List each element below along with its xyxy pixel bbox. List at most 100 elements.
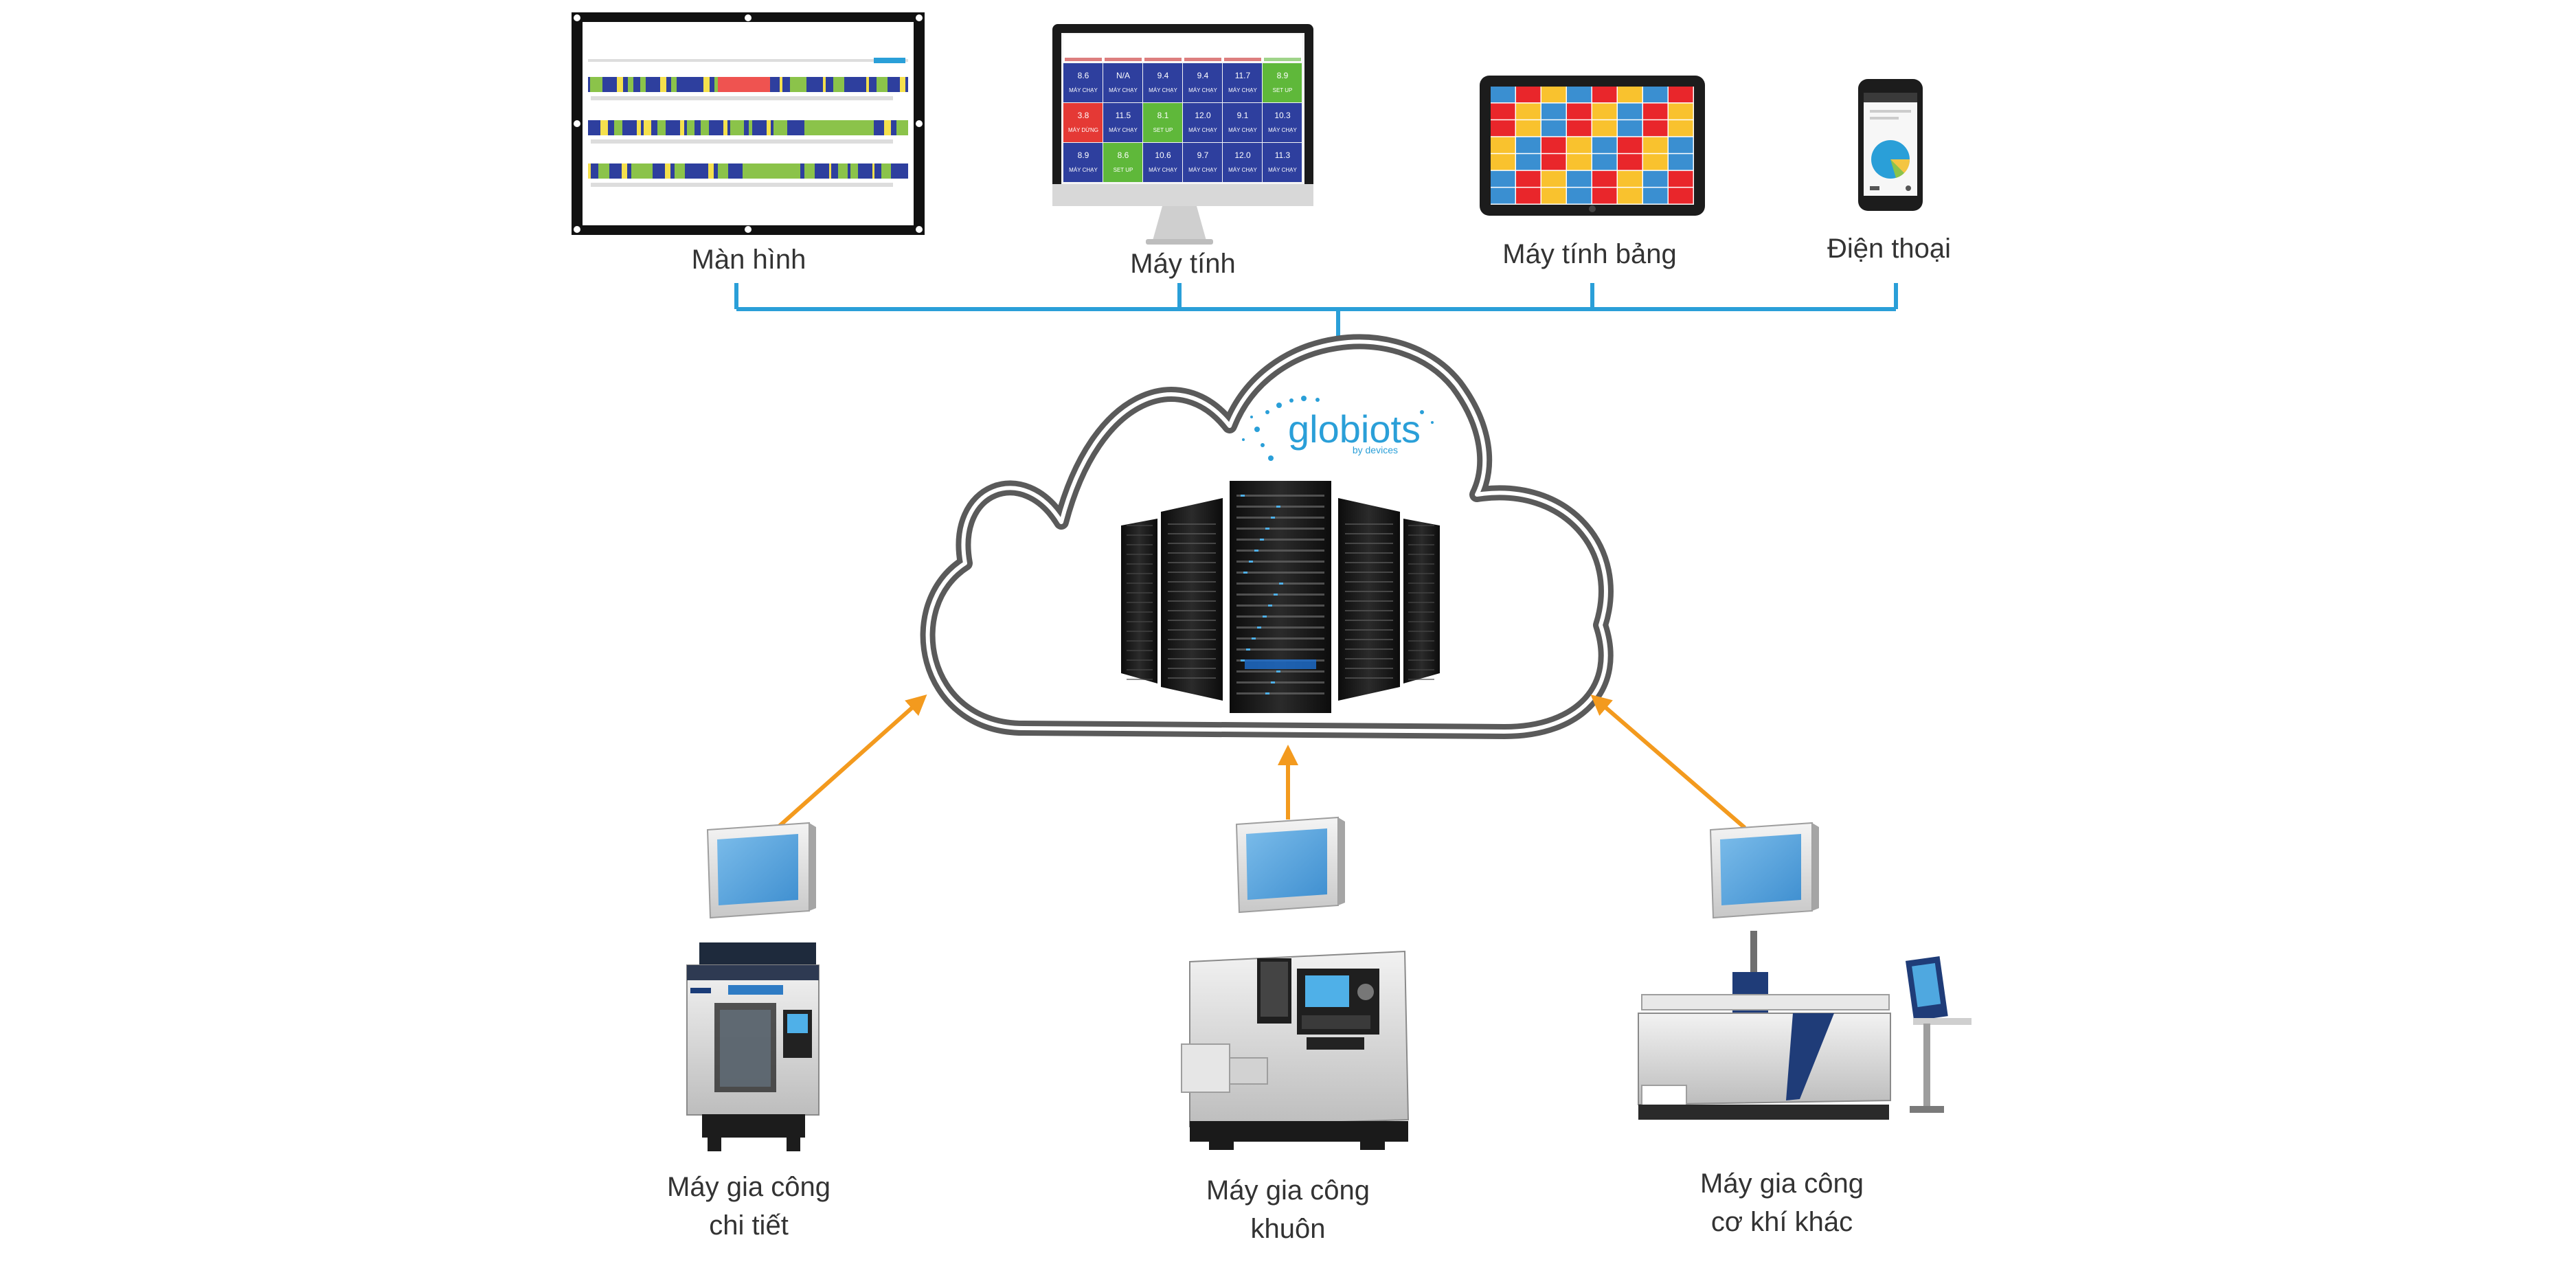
tablet-tile <box>1567 103 1592 120</box>
status-tile-value: 9.1 <box>1237 111 1249 120</box>
tablet-tile <box>1618 154 1642 170</box>
tablet-tile <box>1541 137 1566 153</box>
logo-subtext: by devices <box>1353 444 1398 455</box>
status-tile-status: MÁY CHẠY <box>1228 127 1257 133</box>
status-tile-status: MÁY CHẠY <box>1228 87 1257 93</box>
machine-detail-label-line1: Máy gia công <box>667 1172 831 1202</box>
status-tile-status: SET UP <box>1273 87 1293 93</box>
tablet-tile <box>1669 170 1693 187</box>
tablet-tile <box>1516 170 1541 187</box>
tablet-tile <box>1567 137 1592 153</box>
server-rack-far-left <box>1121 519 1157 683</box>
tablet-tile <box>1669 137 1693 153</box>
status-tile-value: 9.7 <box>1197 150 1209 160</box>
tablet-tile <box>1516 137 1541 153</box>
tablet-tile <box>1516 154 1541 170</box>
machine-detail-label-line2: chi tiết <box>709 1210 789 1241</box>
tablet-tile <box>1541 103 1566 120</box>
tablet-tile <box>1592 87 1617 103</box>
tablet-tile <box>1516 103 1541 120</box>
status-tile-status: MÁY CHẠY <box>1109 87 1138 93</box>
tablet-tile <box>1541 154 1566 170</box>
tablet-tile <box>1643 170 1668 187</box>
status-tile-status: MÁY CHẠY <box>1069 167 1098 173</box>
tablet-tile <box>1491 137 1515 153</box>
tablet-tile <box>1541 188 1566 204</box>
tablet-tile <box>1491 188 1515 204</box>
server-rack-left <box>1161 498 1223 701</box>
status-tile-value: 9.4 <box>1197 71 1209 80</box>
status-tile-status: MÁY CHẠY <box>1268 127 1297 133</box>
machine-mold-label-line2: khuôn <box>1250 1214 1326 1244</box>
data-flow-arrows <box>778 694 1746 830</box>
machine-mold-label: Máy gia công khuôn <box>1206 1171 1370 1248</box>
machine-other-label-line2: cơ khí khác <box>1710 1207 1853 1237</box>
status-tile-status: MÁY CHẠY <box>1228 167 1257 173</box>
machine-other-label: Máy gia công cơ khí khác <box>1700 1164 1864 1241</box>
machine-mold-label-line1: Máy gia công <box>1206 1175 1370 1206</box>
tablet-tile <box>1541 120 1566 137</box>
tablet-tile <box>1643 154 1668 170</box>
tablet-tile <box>1516 120 1541 137</box>
tablet-tile <box>1541 170 1566 187</box>
globiots-logo: globiots by devices <box>1242 396 1434 461</box>
status-tile <box>1223 63 1262 102</box>
tablet-tile <box>1643 87 1668 103</box>
tablet-tile <box>1592 188 1617 204</box>
status-tile-status: SET UP <box>1114 167 1133 173</box>
status-tile-status: MÁY CHẠY <box>1149 167 1177 173</box>
tablet-tile <box>1516 87 1541 103</box>
tablet-tile <box>1618 170 1642 187</box>
tablet-tile <box>1618 137 1642 153</box>
tablet-tile <box>1567 154 1592 170</box>
machine-other-label-line1: Máy gia công <box>1700 1168 1864 1199</box>
tablet-tile <box>1491 87 1515 103</box>
status-tile-status: SET UP <box>1153 127 1173 133</box>
status-tile-status: MÁY CHẠY <box>1268 167 1297 173</box>
hmi-panel-other <box>1709 822 1819 919</box>
tablet-tile <box>1567 170 1592 187</box>
server-rack-center <box>1230 481 1331 713</box>
status-tile-status: MÁY CHẠY <box>1188 127 1217 133</box>
tablet-tile <box>1567 87 1592 103</box>
status-tile-value: N/A <box>1116 71 1130 80</box>
status-tile <box>1223 143 1262 182</box>
status-tile <box>1223 103 1262 142</box>
status-tile-status: MÁY CHẠY <box>1149 87 1177 93</box>
status-tile <box>1263 103 1302 142</box>
status-tile <box>1183 103 1222 142</box>
tablet-tile <box>1592 120 1617 137</box>
status-tile-status: MÁY CHẠY <box>1069 87 1098 93</box>
tablet-tile <box>1643 120 1668 137</box>
tablet-tile <box>1592 170 1617 187</box>
tablet-label: Máy tính bảng <box>1502 239 1677 269</box>
status-tile-value: 11.7 <box>1235 71 1251 80</box>
server-rack-right <box>1338 498 1400 701</box>
tablet-tile <box>1618 103 1642 120</box>
phone-label: Điện thoại <box>1827 234 1952 264</box>
status-tile <box>1103 63 1142 102</box>
status-tile-value: 8.6 <box>1118 150 1129 160</box>
tablet-tile <box>1669 120 1693 137</box>
status-tile-status: MÁY CHẠY <box>1188 167 1217 173</box>
status-tile-value: 9.4 <box>1157 71 1169 80</box>
status-tile-status: MÁY DỪNG <box>1068 127 1098 133</box>
tablet-tile <box>1491 120 1515 137</box>
status-tile <box>1103 143 1142 182</box>
status-tile <box>1063 103 1103 142</box>
status-tile-value: 3.8 <box>1078 111 1089 120</box>
status-tile <box>1143 143 1182 182</box>
tablet-status-grid <box>1491 87 1693 204</box>
tablet-tile <box>1567 120 1592 137</box>
status-tile-value: 8.6 <box>1078 71 1089 80</box>
status-tile-value: 10.3 <box>1274 111 1291 120</box>
status-tile <box>1143 103 1182 142</box>
tablet-tile <box>1618 188 1642 204</box>
tablet-tile <box>1669 87 1693 103</box>
arrow-other-machine <box>1590 694 1746 830</box>
status-tile <box>1063 63 1103 102</box>
tablet-tile <box>1491 154 1515 170</box>
tablet-tile <box>1592 103 1617 120</box>
status-tile-value: 12.0 <box>1234 150 1251 160</box>
